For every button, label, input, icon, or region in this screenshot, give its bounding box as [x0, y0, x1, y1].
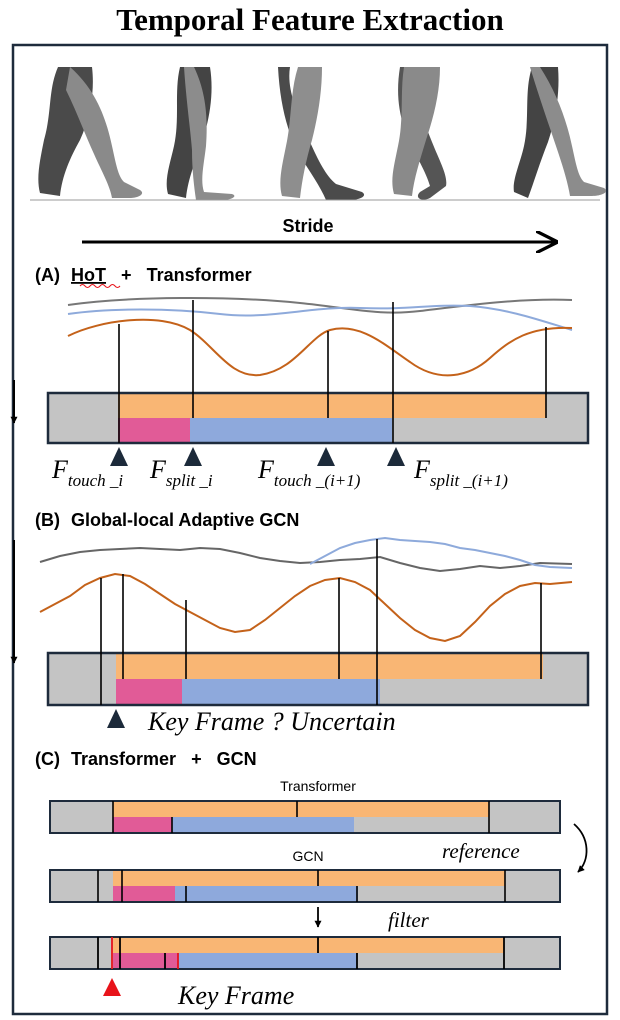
- transformer-bar: [49, 800, 561, 834]
- walking-legs-illustration: [30, 67, 607, 201]
- panel-b-ticks: [100, 539, 542, 705]
- reference-curved-arrow: [573, 823, 588, 873]
- split-i-marker-icon: [184, 447, 202, 466]
- label-f-split-i: Fsplit _i: [149, 455, 213, 490]
- transformer-bar-ticks: [112, 801, 490, 833]
- label-f-touch-i1: Ftouch _(i+1): [257, 455, 361, 490]
- panel-b-title: Global-local Adaptive GCN: [71, 510, 299, 530]
- bar-label-transformer: Transformer: [280, 778, 356, 794]
- gcn-bar: [49, 869, 561, 903]
- panel-a-bar: [46, 391, 590, 445]
- panel-a-gray-curve: [67, 296, 573, 314]
- uncertain-marker-icon: [107, 709, 125, 728]
- panel-a-method-1: HoT: [71, 265, 106, 285]
- label-f-touch-i: Ftouch _i: [51, 455, 123, 490]
- page-title: Temporal Feature Extraction: [116, 2, 503, 37]
- panel-a-heading: (A) HoT + Transformer: [35, 265, 252, 285]
- leg-figure-3: [278, 67, 365, 200]
- panel-a-method-2: Transformer: [147, 265, 252, 285]
- leg-figure-1: [38, 67, 143, 198]
- panel-c-method-1: Transformer: [71, 749, 176, 769]
- leg-figure-2: [166, 67, 235, 200]
- leg-figure-4: [392, 67, 447, 200]
- panel-a-orange-curve: [67, 318, 573, 377]
- panel-a-blue-curve: [67, 304, 573, 331]
- split-i1-marker-icon: [387, 447, 405, 466]
- outer-frame: [11, 43, 609, 1016]
- panel-a-markers: [110, 447, 405, 466]
- panel-b-orange-curve: [39, 572, 573, 643]
- touch-i1-marker-icon: [317, 447, 335, 466]
- reference-text: reference: [442, 839, 520, 863]
- panel-a-plus: +: [121, 265, 132, 285]
- panel-b-label: (B): [35, 510, 60, 530]
- final-bar: [49, 936, 561, 970]
- key-frame-text: Key Frame: [177, 981, 294, 1010]
- uncertain-text: Key Frame ? Uncertain: [147, 707, 396, 736]
- leg-figure-5: [513, 67, 607, 198]
- panel-b-bar: [46, 651, 590, 707]
- key-frame-marker-icon: [103, 978, 121, 996]
- bar-label-gcn: GCN: [292, 848, 323, 864]
- panel-c-label: (C): [35, 749, 60, 769]
- gcn-bar-ticks: [97, 870, 506, 902]
- panel-b-heading: (B) Global-local Adaptive GCN: [35, 510, 299, 530]
- panel-c-heading: (C) Transformer + GCN: [35, 749, 257, 769]
- label-f-split-i1: Fsplit _(i+1): [413, 455, 508, 490]
- panel-c-method-2: GCN: [217, 749, 257, 769]
- panel-a-ticks: [118, 300, 547, 443]
- stride-label: Stride: [282, 216, 333, 236]
- filter-text: filter: [388, 908, 430, 932]
- panel-a-label: (A): [35, 265, 60, 285]
- hot-spellcheck-squiggle: [79, 284, 121, 288]
- panel-b-blue-curve: [309, 536, 573, 569]
- touch-i-marker-icon: [110, 447, 128, 466]
- panel-c-plus: +: [191, 749, 202, 769]
- final-bar-ticks: [97, 937, 505, 969]
- panel-b-gray-curve: [39, 546, 573, 573]
